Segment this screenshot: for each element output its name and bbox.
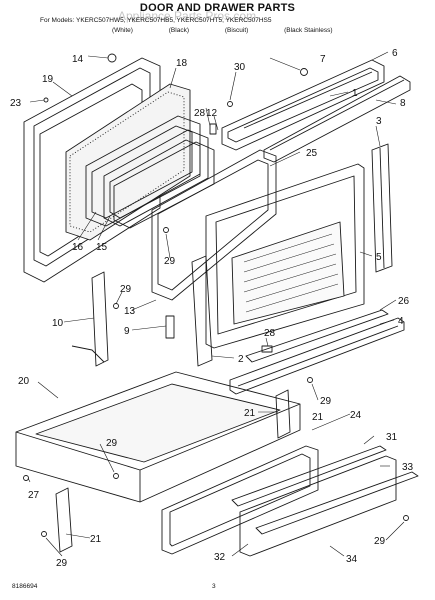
callout-33: 33	[402, 462, 414, 473]
callout-19: 19	[42, 74, 54, 85]
callout-20: 20	[18, 376, 30, 387]
callout-2: 2	[238, 354, 244, 365]
callout-27: 27	[28, 490, 40, 501]
callout-4: 4	[398, 316, 404, 327]
callout-29d: 29	[106, 438, 118, 449]
door-side-trim	[191, 255, 213, 367]
color-black-stainless: (Black Stainless)	[284, 27, 333, 34]
callout-21a: 21	[244, 408, 256, 419]
callout-23: 23	[10, 98, 22, 109]
callout-29f: 29	[374, 536, 386, 547]
callout-31: 31	[386, 432, 398, 443]
callout-6: 6	[392, 48, 398, 59]
insulation-panel	[65, 83, 191, 241]
callout-16: 16	[72, 242, 84, 253]
bottom-door-channel	[229, 317, 405, 395]
callout-1: 1	[352, 88, 358, 99]
callout-18: 18	[176, 58, 188, 69]
vent-trim	[221, 59, 385, 151]
screw-29b	[113, 303, 119, 309]
screw-29a	[163, 227, 169, 233]
color-white: (White)	[112, 27, 133, 34]
glass-pane-2	[103, 129, 209, 227]
callout-25: 25	[306, 148, 318, 159]
callout-21b: 21	[90, 534, 102, 545]
callout-15: 15	[96, 242, 108, 253]
callout-labels: 1 2 3 4 5 6 7 8 9 10 12 13 14 15 16 18 1…	[10, 48, 414, 569]
spacer	[165, 315, 175, 339]
clip-28	[261, 345, 273, 353]
watermark: Appliance Parts Pros.com	[118, 9, 257, 23]
callout-26: 26	[398, 296, 410, 307]
screw-29c	[307, 377, 313, 383]
window	[231, 221, 345, 325]
bottom-door-strip	[245, 309, 389, 363]
color-biscuit: (Biscuit)	[224, 27, 249, 34]
models-line: For Models: YKERC507HW5, YKERC507HB5, YK…	[40, 17, 272, 24]
rail-bracket	[275, 389, 291, 439]
callout-28b: 28	[264, 328, 276, 339]
callout-28a: 28	[194, 108, 206, 119]
drawer-glass	[239, 455, 397, 557]
outer-door-frame	[23, 57, 161, 283]
callout-29a: 29	[164, 256, 176, 267]
callout-30: 30	[234, 62, 246, 73]
screw-29f	[403, 515, 409, 521]
callout-10: 10	[52, 318, 64, 329]
callout-7: 7	[320, 54, 326, 65]
callout-32: 32	[214, 552, 226, 563]
drawer-trim-bottom	[255, 471, 419, 535]
outer-door-panel	[205, 163, 365, 349]
left-hinge	[91, 271, 109, 367]
color-black: (Black)	[168, 27, 189, 34]
door-liner	[151, 149, 277, 301]
clip-23	[43, 97, 49, 103]
callout-34: 34	[346, 554, 358, 565]
drawer-box	[15, 371, 301, 503]
callout-24: 24	[350, 410, 362, 421]
drawer-front-panel	[161, 445, 319, 555]
screw-7	[300, 68, 308, 76]
diagram-title: DOOR AND DRAWER PARTS	[139, 2, 296, 14]
screw-14	[107, 53, 117, 63]
part-number: 8186694	[12, 583, 38, 590]
clip-28b	[209, 123, 217, 135]
drawer-trim	[231, 445, 387, 507]
callout-5: 5	[376, 252, 382, 263]
screw-27	[23, 475, 29, 481]
callout-12: 12	[206, 108, 218, 119]
callout-9: 9	[124, 326, 130, 337]
model-colors: (White) (Black) (Biscuit) (Black Stainle…	[112, 27, 367, 34]
screw-30	[227, 101, 233, 107]
callout-29e: 29	[56, 558, 68, 569]
callout-3: 3	[376, 116, 382, 127]
side-channel	[371, 143, 393, 273]
door-handle	[263, 75, 411, 163]
screw-29e	[41, 531, 47, 537]
screw-29d	[113, 473, 119, 479]
callout-8: 8	[400, 98, 406, 109]
drawer-bracket	[55, 487, 73, 553]
callout-14: 14	[72, 54, 84, 65]
page-number: 3	[212, 583, 216, 590]
callout-13: 13	[124, 306, 136, 317]
callout-21c: 21	[312, 412, 324, 423]
callout-29b: 29	[120, 284, 132, 295]
callout-29c: 29	[320, 396, 332, 407]
